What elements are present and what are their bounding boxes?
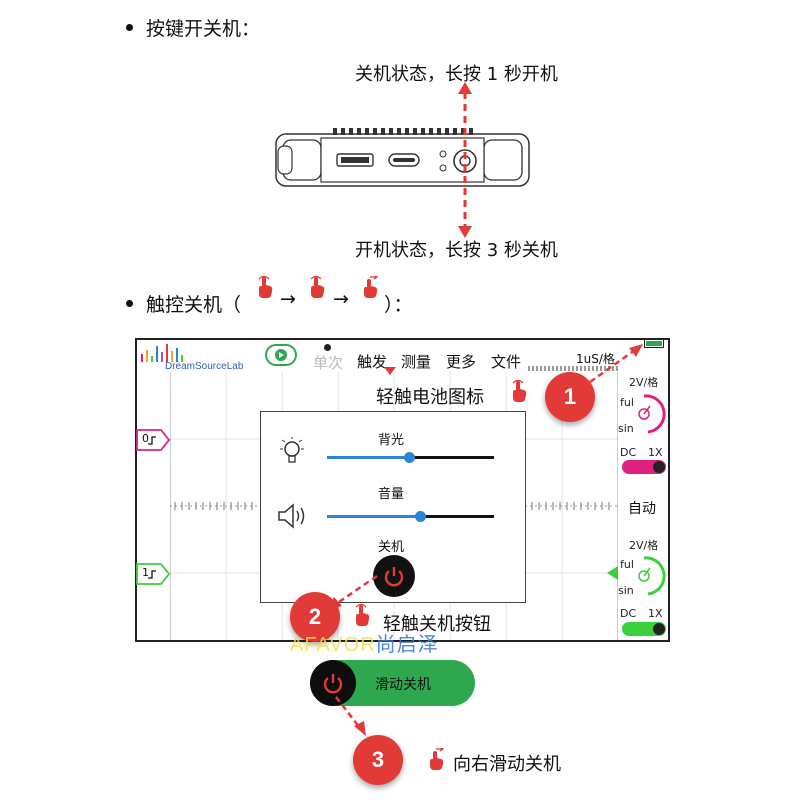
device-illustration: [275, 128, 530, 187]
ch1-enable-toggle[interactable]: [622, 460, 666, 474]
ch1-volts[interactable]: 2V/格: [629, 376, 659, 389]
caption-power-off: 开机状态，长按 3 秒关机: [355, 240, 558, 261]
section-title-touch-prefix: 触控关机（: [146, 294, 242, 316]
channel-0-label: 0: [142, 432, 149, 445]
backlight-slider-thumb[interactable]: [404, 452, 415, 463]
slide-power-knob[interactable]: [310, 660, 356, 706]
brand-logo-icon: [141, 344, 183, 362]
ch1-ful: ful: [620, 396, 634, 409]
toggle-knob: [653, 461, 665, 473]
battery-level: [646, 341, 662, 346]
brand-name: DreamSourceLab: [165, 361, 244, 372]
step1-arrow: [589, 344, 643, 384]
step3-instruction: 向右滑动关机: [453, 754, 561, 775]
auto-button[interactable]: 自动: [628, 501, 656, 517]
tap-hand-icon: [258, 276, 273, 298]
tap-hand-icon: [512, 380, 527, 402]
step2-instruction: 轻触关机按钮: [383, 614, 491, 635]
ch1-probe[interactable]: 1X: [648, 446, 663, 459]
ch1-coupling[interactable]: DC: [620, 446, 637, 459]
battery-icon[interactable]: [644, 339, 664, 348]
step1-instruction: 轻触电池图标: [376, 387, 484, 408]
ch2-coupling[interactable]: DC: [620, 607, 637, 620]
ch1-sin: sin: [618, 422, 634, 435]
ch2-ful: ful: [620, 558, 634, 571]
menu-file[interactable]: 文件: [491, 353, 522, 371]
menu-trigger[interactable]: 触发: [357, 353, 388, 371]
tap-hand-icon: [310, 276, 325, 298]
ch2-probe[interactable]: 1X: [648, 607, 663, 620]
speaker-icon: [278, 503, 305, 529]
ch2-volts-dial[interactable]: [634, 556, 668, 596]
backlight-slider-fill: [327, 456, 410, 459]
power-off-label: 关机: [378, 540, 405, 555]
run-button[interactable]: [265, 344, 297, 366]
press-arrow: [458, 82, 472, 238]
swipe-hand-icon: [364, 276, 379, 298]
record-indicator: [324, 344, 331, 351]
channel-1-label: 1: [142, 566, 149, 579]
toggle-knob: [653, 623, 665, 635]
step3-arrow: [335, 696, 366, 736]
power-off-button[interactable]: [373, 555, 415, 597]
menu-single[interactable]: 单次: [313, 354, 344, 372]
bullet: [126, 24, 133, 31]
ch2-volts[interactable]: 2V/格: [629, 539, 659, 552]
bullet: [126, 300, 133, 307]
timebase-readout[interactable]: 1uS/格: [576, 352, 615, 366]
ch1-volts-dial[interactable]: [634, 394, 668, 434]
channel-1-marker[interactable]: [136, 563, 170, 585]
section-title-touch-suffix: ）：: [384, 294, 413, 316]
flow-arrow: →: [333, 288, 349, 310]
volume-slider-fill: [327, 515, 421, 518]
step3-badge: 3: [353, 735, 403, 785]
channel-1-level-marker: [607, 566, 618, 580]
slide-label: 滑动关机: [375, 677, 431, 693]
menu-more[interactable]: 更多: [446, 353, 477, 371]
swipe-hand-icon: [430, 748, 445, 770]
ch2-sin: sin: [618, 584, 634, 597]
section-title-button-power: 按键开关机：: [146, 18, 261, 40]
ch2-enable-toggle[interactable]: [622, 622, 666, 636]
channel-0-marker[interactable]: [136, 429, 170, 451]
step2-badge: 2: [290, 592, 340, 642]
volume-label: 音量: [378, 487, 405, 502]
watermark: AFAVOR尚启泽: [290, 628, 439, 657]
volume-slider-thumb[interactable]: [415, 511, 426, 522]
memory-bar: [528, 366, 618, 371]
lightbulb-icon: [280, 437, 304, 463]
play-icon: [275, 349, 287, 361]
watermark-chinese: 尚启泽: [375, 634, 439, 656]
caption-power-on: 关机状态，长按 1 秒开机: [355, 64, 558, 85]
power-icon: [384, 567, 404, 587]
flow-arrow: →: [280, 288, 296, 310]
watermark-latin: AFAVOR: [290, 634, 376, 656]
power-icon: [323, 674, 343, 694]
backlight-label: 背光: [378, 433, 405, 448]
trigger-marker-icon: [384, 367, 396, 375]
tap-hand-icon: [355, 604, 370, 626]
menu-measure[interactable]: 测量: [401, 353, 432, 371]
step1-badge: 1: [545, 372, 595, 422]
